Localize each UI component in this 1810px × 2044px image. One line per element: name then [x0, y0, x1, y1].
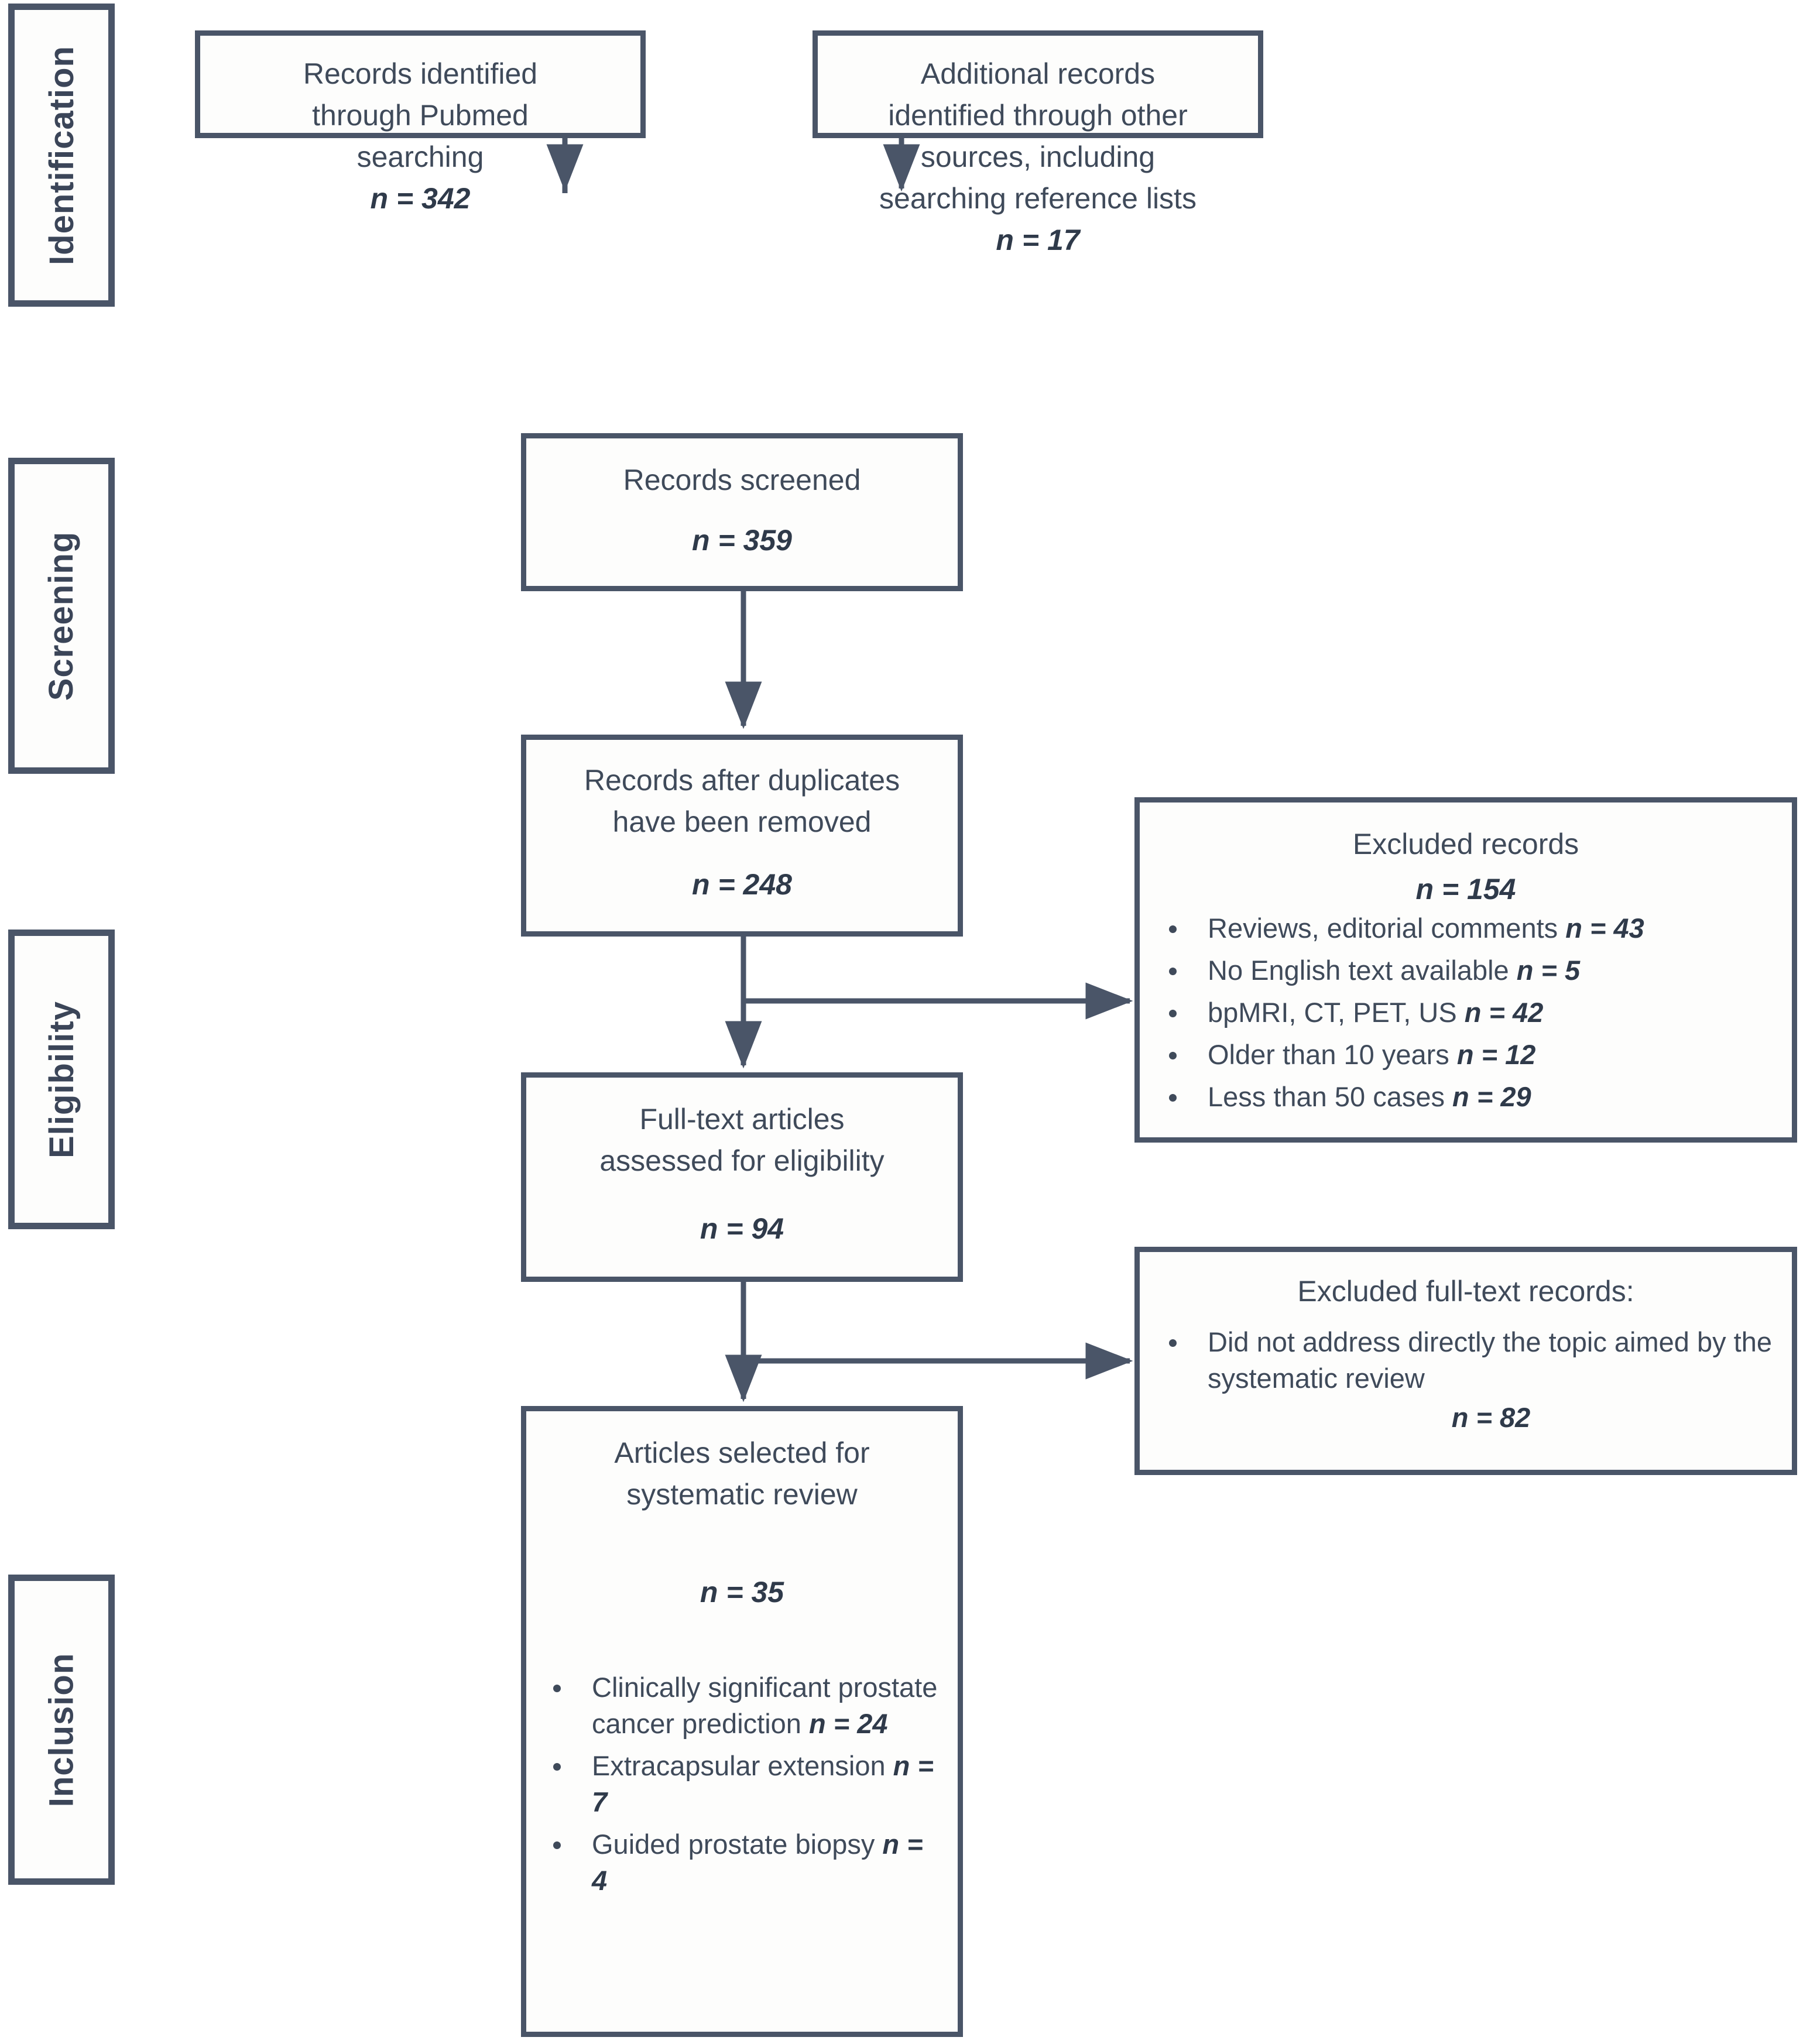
box-records-after-duplicates-count: n = 248 — [692, 868, 792, 901]
spacer — [541, 1182, 942, 1208]
excluded-reason-count: n = 42 — [1464, 997, 1544, 1028]
excluded-reason-count: n = 12 — [1456, 1039, 1536, 1071]
excluded-reason-label: Reviews, editorial comments — [1208, 913, 1566, 944]
box-excluded-records-title: Excluded records — [1352, 828, 1579, 860]
excluded-reason-label: bpMRI, CT, PET, US — [1208, 997, 1465, 1028]
box-additional-records-other-sources-count: n = 17 — [996, 224, 1080, 256]
box-excluded-records: Excluded records n = 154 Reviews, editor… — [1134, 797, 1797, 1143]
selected-topic-count: n = 4 — [592, 1829, 923, 1896]
box-records-identified-pubmed-count: n = 342 — [370, 182, 471, 215]
selected-topic-count: n = 24 — [808, 1708, 888, 1740]
box-records-identified-pubmed: Records identified through Pubmed search… — [195, 30, 646, 215]
spacer — [541, 843, 942, 864]
excluded-reason-count: n = 5 — [1516, 955, 1581, 986]
stage-label-screening-text: Screening — [42, 531, 81, 701]
excluded-fulltext-reason-label: Did not address directly the topic aimed… — [1208, 1326, 1773, 1394]
excluded-reason-count: n = 43 — [1565, 913, 1644, 944]
box-articles-selected: Articles selected for systematic review … — [521, 1406, 963, 2037]
box-records-screened: Records screened n = 359 — [521, 433, 963, 591]
list-item: Clinically significant prostate cancer p… — [541, 1669, 942, 1742]
box-records-screened-title: Records screened — [623, 464, 861, 496]
excluded-reason-label: No English text available — [1208, 955, 1517, 986]
excluded-reason-label: Older than 10 years — [1208, 1039, 1457, 1071]
box-excluded-records-count: n = 154 — [1415, 873, 1516, 906]
box-articles-selected-title: Articles selected for systematic review — [614, 1436, 870, 1511]
excluded-records-list: Reviews, editorial comments n = 43 No En… — [1157, 910, 1774, 1121]
selected-topic-count: n = 7 — [592, 1750, 934, 1818]
excluded-reason-label: Less than 50 cases — [1208, 1081, 1453, 1113]
selected-topic-label: Extracapsular extension — [592, 1750, 893, 1782]
box-articles-selected-count: n = 35 — [700, 1576, 784, 1609]
list-item: bpMRI, CT, PET, US n = 42 — [1157, 994, 1774, 1031]
list-item: Did not address directly the topic aimed… — [1157, 1324, 1774, 1435]
box-records-screened-count: n = 359 — [692, 524, 792, 557]
box-records-after-duplicates: Records after duplicates have been remov… — [521, 735, 963, 937]
excluded-fulltext-list: Did not address directly the topic aimed… — [1157, 1324, 1774, 1441]
spacer — [541, 1515, 942, 1572]
box-additional-records-other-sources-title: Additional records identified through ot… — [879, 57, 1197, 215]
spacer — [541, 1613, 942, 1669]
stage-label-eligibility: Eligibility — [8, 930, 115, 1229]
stage-label-screening: Screening — [8, 458, 115, 774]
stage-label-identification-text: Identification — [42, 45, 81, 265]
box-excluded-fulltext-records-title: Excluded full-text records: — [1297, 1275, 1634, 1308]
list-item: Older than 10 years n = 12 — [1157, 1037, 1774, 1073]
box-fulltext-assessed: Full-text articles assessed for eligibil… — [521, 1072, 963, 1282]
box-additional-records-other-sources: Additional records identified through ot… — [813, 30, 1263, 256]
selected-topic-label: Guided prostate biopsy — [592, 1829, 883, 1860]
box-records-identified-pubmed-title: Records identified through Pubmed search… — [303, 57, 538, 173]
spacer — [1157, 1442, 1774, 1453]
excluded-reason-count: n = 29 — [1452, 1081, 1531, 1113]
box-fulltext-assessed-title: Full-text articles assessed for eligibil… — [599, 1103, 885, 1177]
list-item: No English text available n = 5 — [1157, 952, 1774, 989]
stage-label-inclusion-text: Inclusion — [42, 1652, 81, 1807]
stage-label-inclusion: Inclusion — [8, 1575, 115, 1885]
excluded-fulltext-reason-count: n = 82 — [1451, 1401, 1531, 1433]
selected-topic-label: Clinically significant prostate cancer p… — [592, 1672, 938, 1740]
stage-label-identification: Identification — [8, 4, 115, 307]
list-item: Guided prostate biopsy n = 4 — [541, 1826, 942, 1899]
box-records-after-duplicates-title: Records after duplicates have been remov… — [584, 764, 900, 838]
list-item: Reviews, editorial comments n = 43 — [1157, 910, 1774, 946]
box-fulltext-assessed-count: n = 94 — [700, 1212, 784, 1245]
spacer — [1157, 1312, 1774, 1324]
list-item: Extracapsular extension n = 7 — [541, 1748, 942, 1820]
spacer — [541, 501, 942, 520]
stage-label-eligibility-text: Eligibility — [42, 1000, 81, 1158]
box-excluded-fulltext-records: Excluded full-text records: Did not addr… — [1134, 1247, 1797, 1475]
selected-topics-list: Clinically significant prostate cancer p… — [541, 1669, 942, 1905]
list-item: Less than 50 cases n = 29 — [1157, 1079, 1774, 1115]
